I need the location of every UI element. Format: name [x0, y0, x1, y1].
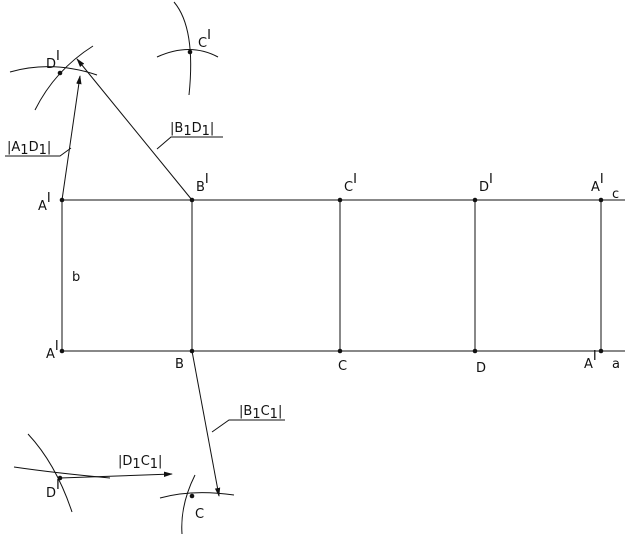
label-b-bottom: B	[175, 357, 184, 372]
label-a-top-right: AI	[591, 172, 604, 195]
label-d-low: DI	[46, 478, 60, 501]
point-a-top-right	[598, 197, 604, 203]
arrow-b1c1	[191, 350, 221, 497]
label-a-bottom: AI	[46, 339, 59, 362]
label-a-line: a	[612, 357, 620, 372]
label-c-line: c	[612, 187, 619, 202]
label-d-prime: DI	[46, 49, 60, 72]
label-b-side: b	[72, 270, 80, 285]
point-d-top	[472, 197, 478, 203]
leader-b1d1	[156, 136, 223, 150]
leader-b1c1	[211, 419, 285, 433]
point-d-bottom	[472, 348, 478, 354]
arc-d-low-2	[27, 433, 73, 513]
label-b-top: BI	[196, 172, 209, 195]
label-d-bottom: D	[476, 361, 486, 376]
measure-b1c1: |B1C1|	[239, 404, 282, 422]
measure-a1d1: |A1D1|	[7, 140, 51, 158]
arc-c-low-1	[159, 492, 235, 499]
point-a-bottom-right	[598, 348, 604, 354]
label-a-bottom-right: AI	[584, 349, 597, 372]
label-c-bottom: C	[338, 359, 347, 374]
arrow-b1d1	[76, 58, 193, 201]
measure-d1c1: |D1C1|	[118, 454, 162, 472]
arc-d-prime-2	[34, 45, 94, 111]
label-c-top: CI	[344, 172, 357, 195]
arc-c-prime-2	[156, 49, 219, 58]
label-c-low: C	[195, 507, 204, 522]
arc-c-low-2	[181, 474, 196, 535]
point-c-low	[189, 493, 195, 499]
measure-b1d1: |B1D1|	[170, 121, 214, 139]
label-a-top: AI	[38, 191, 51, 214]
point-c-top	[337, 197, 343, 203]
arrow-d1c1	[59, 471, 173, 479]
label-d-top: DI	[479, 172, 493, 195]
label-c-prime: CI	[198, 28, 211, 51]
arrow-a1d1	[61, 75, 82, 201]
arc-c-prime-1	[173, 1, 192, 96]
leader-a1d1	[5, 147, 72, 157]
point-c-bottom	[337, 348, 343, 354]
point-a-bottom	[59, 348, 65, 354]
